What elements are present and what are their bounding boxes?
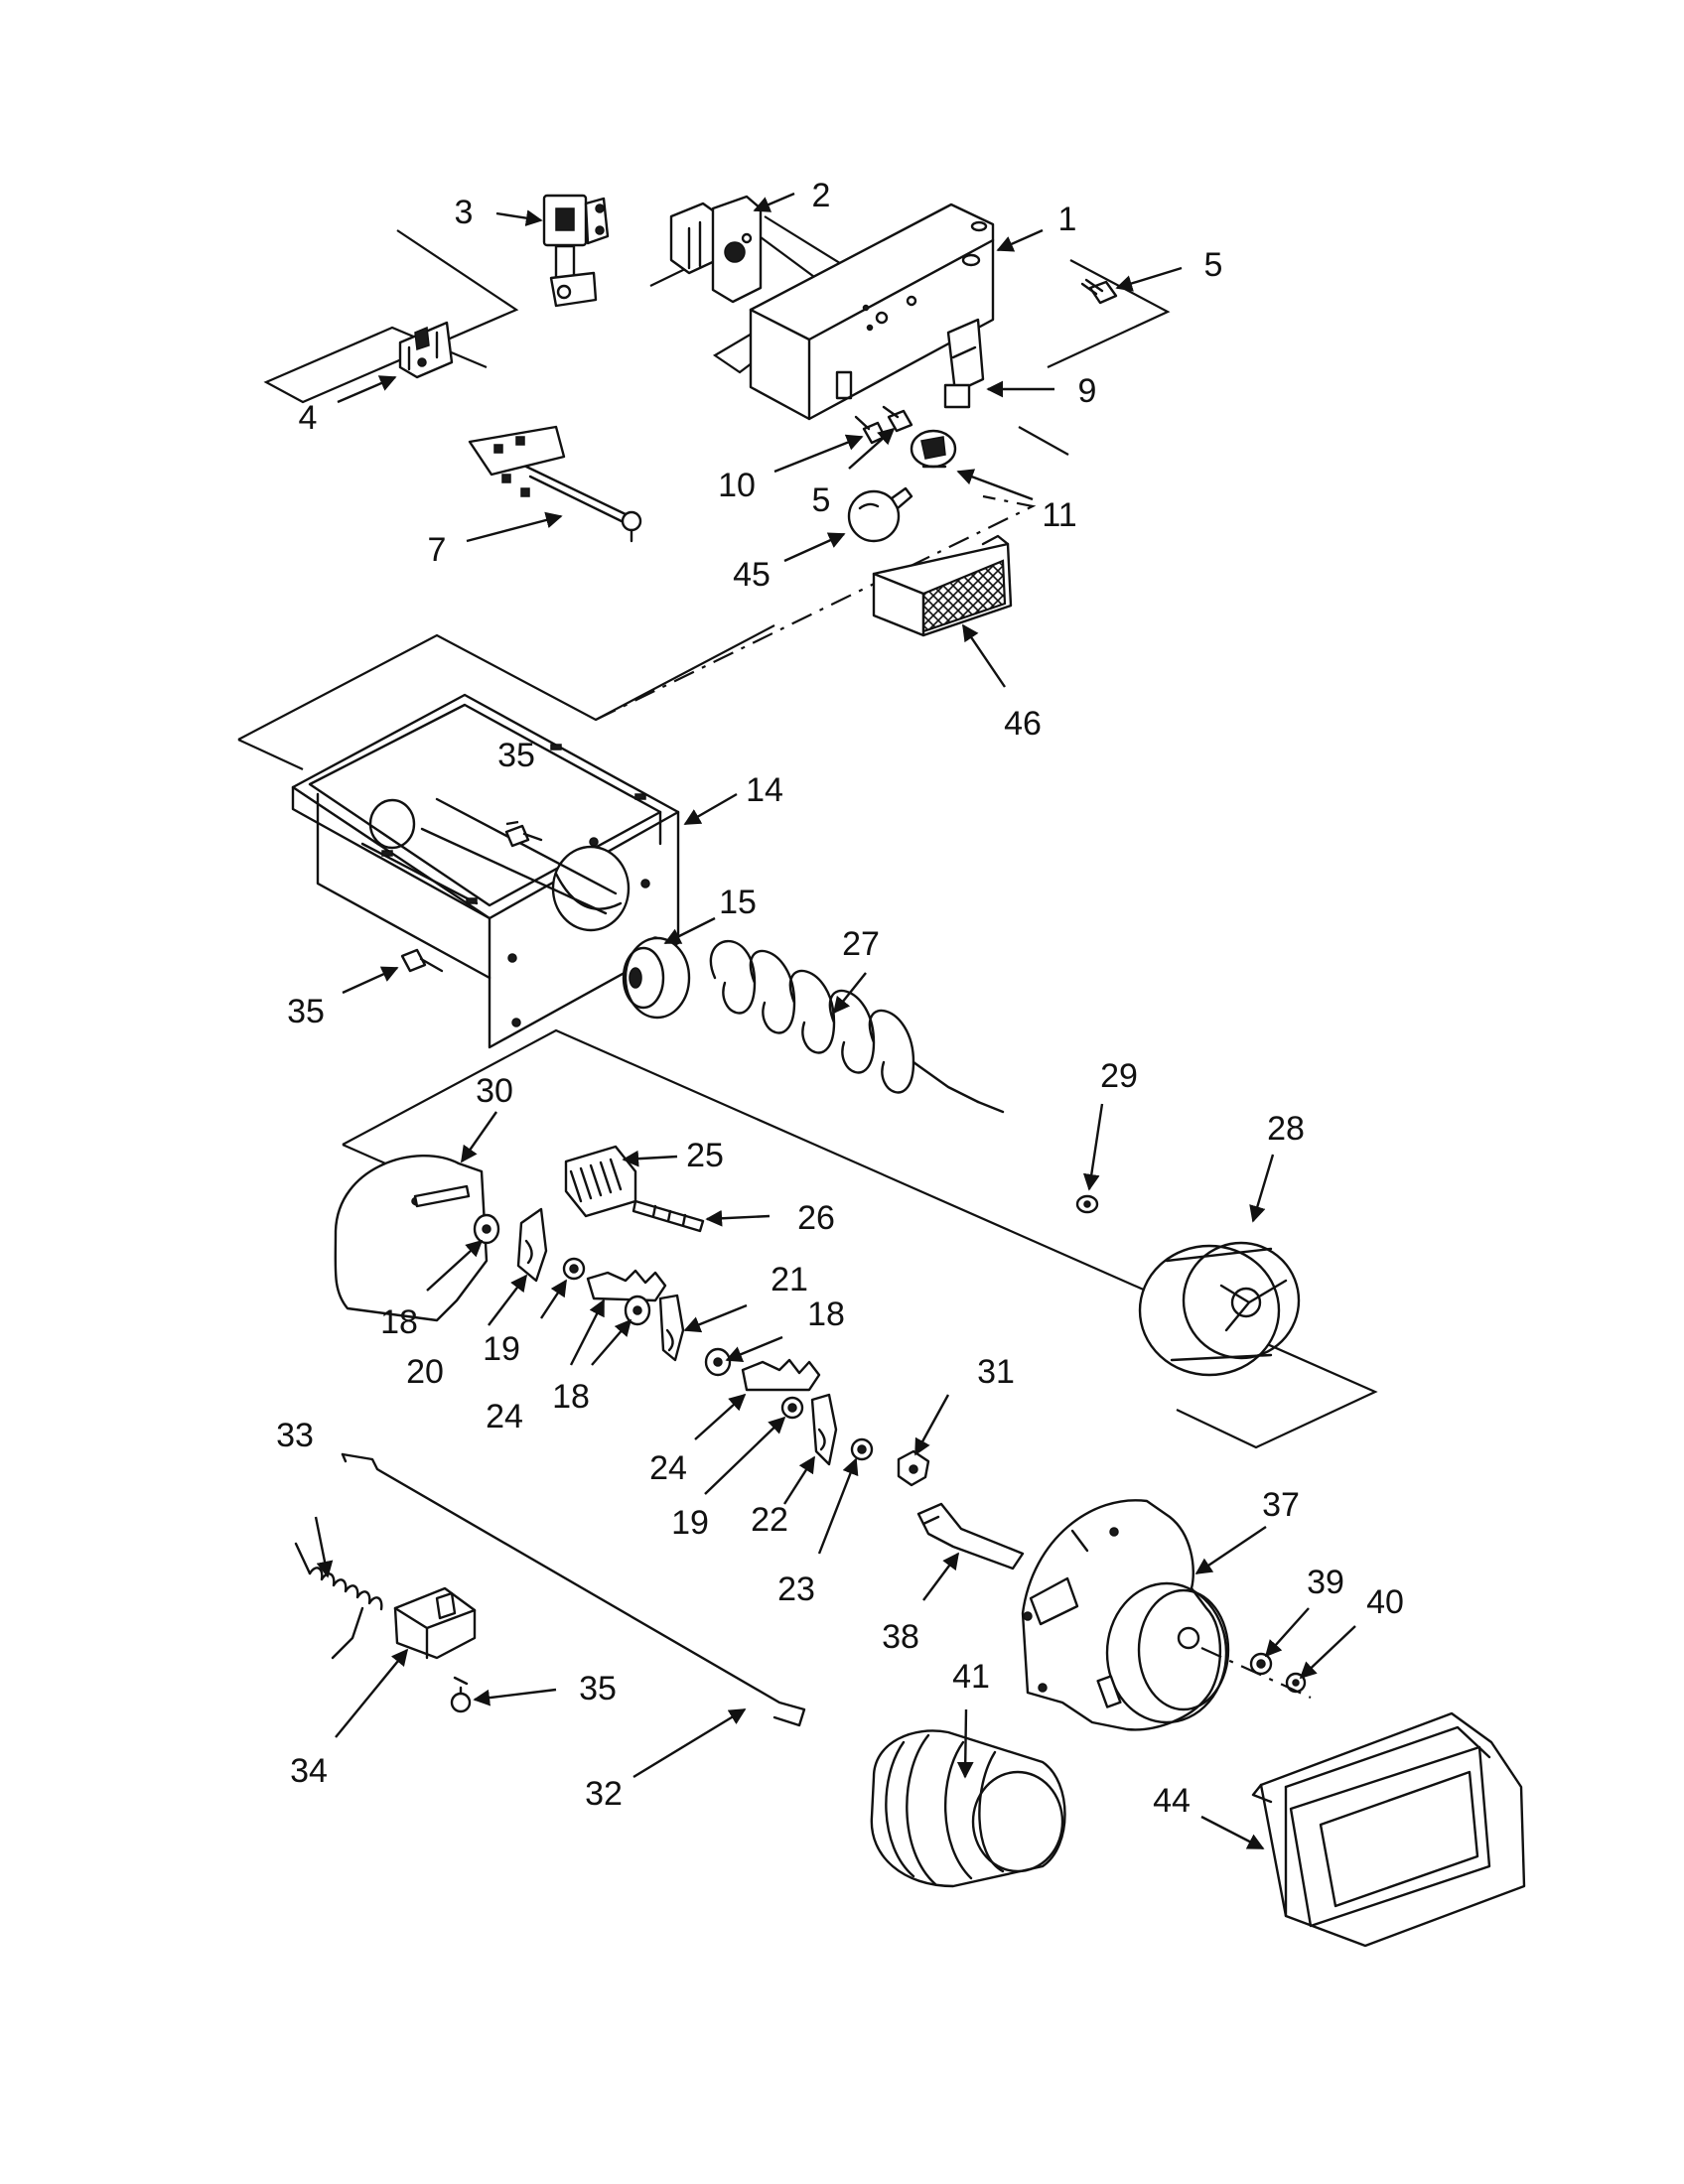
assembly-outline-middle [237,494,1037,770]
part-24-rotating-blade-2 [741,1358,821,1392]
part-30-crusher-plate [334,1155,489,1322]
callout-20: 20 [406,1353,444,1391]
callout-25: 25 [686,1137,724,1174]
callout-3: 3 [455,194,474,231]
part-15-bearing [622,936,691,1020]
callout-11: 11 [1042,496,1076,534]
part-1-control-box [749,203,995,421]
callout-41: 41 [952,1658,990,1696]
callout-38: 38 [882,1618,919,1656]
part-35-screw-left [400,948,444,973]
part-25-stationary-cutter-block [564,1145,637,1218]
part-33-spring [294,1542,383,1660]
part-2-timer-motor [669,195,763,304]
part-28-drive-cup [1138,1241,1301,1377]
callout-labels: 1 2 3 4 5 5 7 9 10 11 45 46 14 35 15 27 … [276,177,1404,1820]
part-7-wire-harness [468,425,642,543]
part-18-spacer-1 [473,1213,500,1245]
part-20-blade-1 [516,1207,548,1283]
callout-35-bottom: 35 [579,1670,617,1707]
leader-arrows [314,192,1356,1850]
callout-15: 15 [719,884,757,921]
callout-40: 40 [1366,1583,1404,1621]
part-37-auger-motor [1021,1499,1230,1731]
callout-24-a: 24 [486,1398,523,1435]
part-9-clip [943,318,985,409]
callout-32: 32 [585,1775,623,1813]
callout-14: 14 [746,771,783,809]
callout-46: 46 [1004,705,1042,743]
part-38-clip [916,1502,1025,1570]
part-46-lamp-shield [872,534,1013,637]
part-19-washer-2 [780,1396,804,1420]
callout-18-a: 18 [380,1303,418,1341]
callout-23: 23 [777,1570,815,1608]
part-26-shaft [632,1199,705,1233]
callout-29: 29 [1100,1057,1138,1095]
callout-7: 7 [428,531,447,569]
callout-44: 44 [1153,1782,1191,1820]
part-45-lamp-bulb [847,486,913,543]
part-29-washer [1075,1194,1099,1214]
callout-1: 1 [1058,201,1077,238]
part-18-spacer-3 [704,1347,732,1377]
callout-10: 10 [718,467,756,504]
part-3-water-valve [542,194,610,308]
part-35-screw-inside [504,824,543,848]
callout-19-a: 19 [483,1330,520,1368]
part-5-screw-right [1080,278,1118,305]
callout-37: 37 [1262,1486,1300,1524]
part-10-screw [854,415,887,445]
part-23-washer-3 [850,1437,874,1461]
callout-2: 2 [812,177,831,214]
callout-35-left: 35 [287,993,325,1030]
motor-axis-line [1200,1646,1312,1700]
part-44-cover [1251,1711,1526,1948]
callout-18-b: 18 [552,1378,590,1416]
part-31-nut [897,1449,930,1487]
callout-4: 4 [299,399,318,437]
callout-24-b: 24 [649,1449,687,1487]
part-14-ice-bin-housing [291,693,680,1049]
callout-26: 26 [797,1199,835,1237]
callout-30: 30 [476,1072,513,1110]
callout-18-c: 18 [807,1296,845,1333]
callout-5-top: 5 [1204,246,1223,284]
callout-39: 39 [1307,1564,1344,1601]
part-27-auger-spring [709,939,1005,1114]
part-41-duct [870,1729,1066,1888]
callout-9: 9 [1078,372,1097,410]
part-4-bracket [398,321,454,379]
callout-22: 22 [751,1501,788,1539]
callout-35-inside: 35 [497,737,535,774]
callout-5-lower: 5 [812,481,831,519]
part-18-spacer-2 [624,1295,651,1326]
part-39-washer [1249,1652,1273,1676]
part-5-screw-lower [882,405,913,433]
part-21-blade-2 [658,1294,685,1362]
callout-19-b: 19 [671,1504,709,1542]
callout-28: 28 [1267,1110,1305,1148]
part-11-lamp-socket [910,429,957,469]
part-22-blade-3 [810,1393,838,1466]
callout-21: 21 [771,1261,808,1298]
part-19-washer-1 [562,1257,586,1281]
callout-45: 45 [733,556,771,594]
callout-34: 34 [290,1752,328,1790]
part-32-rod [341,1452,806,1727]
part-35-screw-bottom [450,1676,472,1713]
part-34-bracket [393,1586,477,1660]
callout-27: 27 [842,925,880,963]
part-24-rotating-blade-1 [586,1269,667,1302]
callout-31: 31 [977,1353,1015,1391]
callout-33: 33 [276,1417,314,1454]
